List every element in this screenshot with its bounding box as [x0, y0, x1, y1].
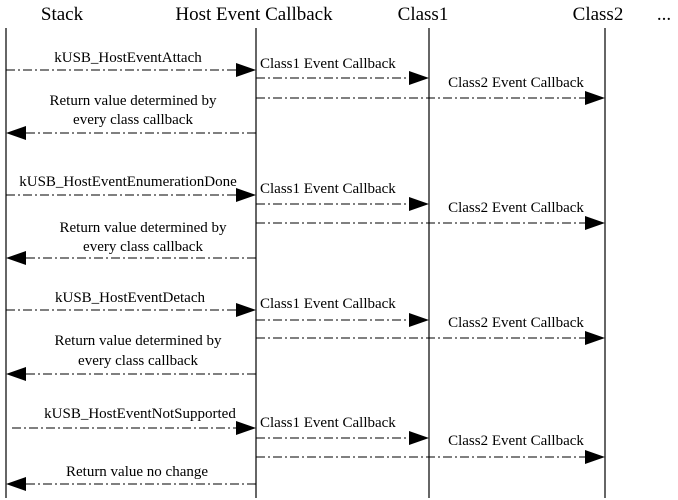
- return-label-line1: Return value determined by: [59, 220, 227, 236]
- class2-callback-label: Class2 Event Callback: [448, 433, 584, 449]
- return-arrowhead: [6, 126, 26, 140]
- class1-arrowhead: [409, 197, 429, 211]
- event-arrowhead: [236, 188, 256, 202]
- event-label: kUSB_HostEventDetach: [55, 290, 205, 306]
- event-arrowhead: [236, 421, 256, 435]
- class2-arrowhead: [585, 331, 605, 345]
- class2-callback-label: Class2 Event Callback: [448, 200, 584, 216]
- return-label-line1: Return value determined by: [54, 333, 222, 349]
- header-stack: Stack: [41, 4, 84, 25]
- class2-arrowhead: [585, 450, 605, 464]
- class1-callback-label: Class1 Event Callback: [260, 56, 396, 72]
- class1-callback-label: Class1 Event Callback: [260, 296, 396, 312]
- event-label: kUSB_HostEventEnumerationDone: [19, 174, 237, 190]
- event-label: kUSB_HostEventNotSupported: [44, 406, 236, 422]
- return-arrowhead: [6, 251, 26, 265]
- class2-callback-label: Class2 Event Callback: [448, 315, 584, 331]
- class1-arrowhead: [409, 71, 429, 85]
- class2-callback-label: Class2 Event Callback: [448, 75, 584, 91]
- block-detach: kUSB_HostEventDetach Class1 Event Callba…: [6, 290, 605, 381]
- block-enumeration-done: kUSB_HostEventEnumerationDone Class1 Eve…: [6, 174, 605, 265]
- class2-arrowhead: [585, 91, 605, 105]
- event-arrowhead: [236, 63, 256, 77]
- header-class2: Class2: [573, 4, 624, 25]
- class2-arrowhead: [585, 216, 605, 230]
- class1-callback-label: Class1 Event Callback: [260, 181, 396, 197]
- class1-callback-label: Class1 Event Callback: [260, 415, 396, 431]
- return-arrowhead: [6, 477, 26, 491]
- class1-arrowhead: [409, 313, 429, 327]
- header-more: ...: [657, 4, 671, 25]
- header-class1: Class1: [398, 4, 449, 25]
- class1-arrowhead: [409, 431, 429, 445]
- return-arrowhead: [6, 367, 26, 381]
- return-label-line1: Return value no change: [66, 464, 208, 480]
- block-attach: kUSB_HostEventAttach Class1 Event Callba…: [6, 50, 605, 140]
- block-not-supported: kUSB_HostEventNotSupported Class1 Event …: [6, 406, 605, 491]
- return-label-line1: Return value determined by: [49, 93, 217, 109]
- header-host-event-callback: Host Event Callback: [175, 4, 333, 25]
- return-label-line2: every class callback: [78, 353, 198, 369]
- event-arrowhead: [236, 303, 256, 317]
- return-label-line2: every class callback: [83, 239, 203, 255]
- event-label: kUSB_HostEventAttach: [54, 50, 202, 66]
- return-label-line2: every class callback: [73, 112, 193, 128]
